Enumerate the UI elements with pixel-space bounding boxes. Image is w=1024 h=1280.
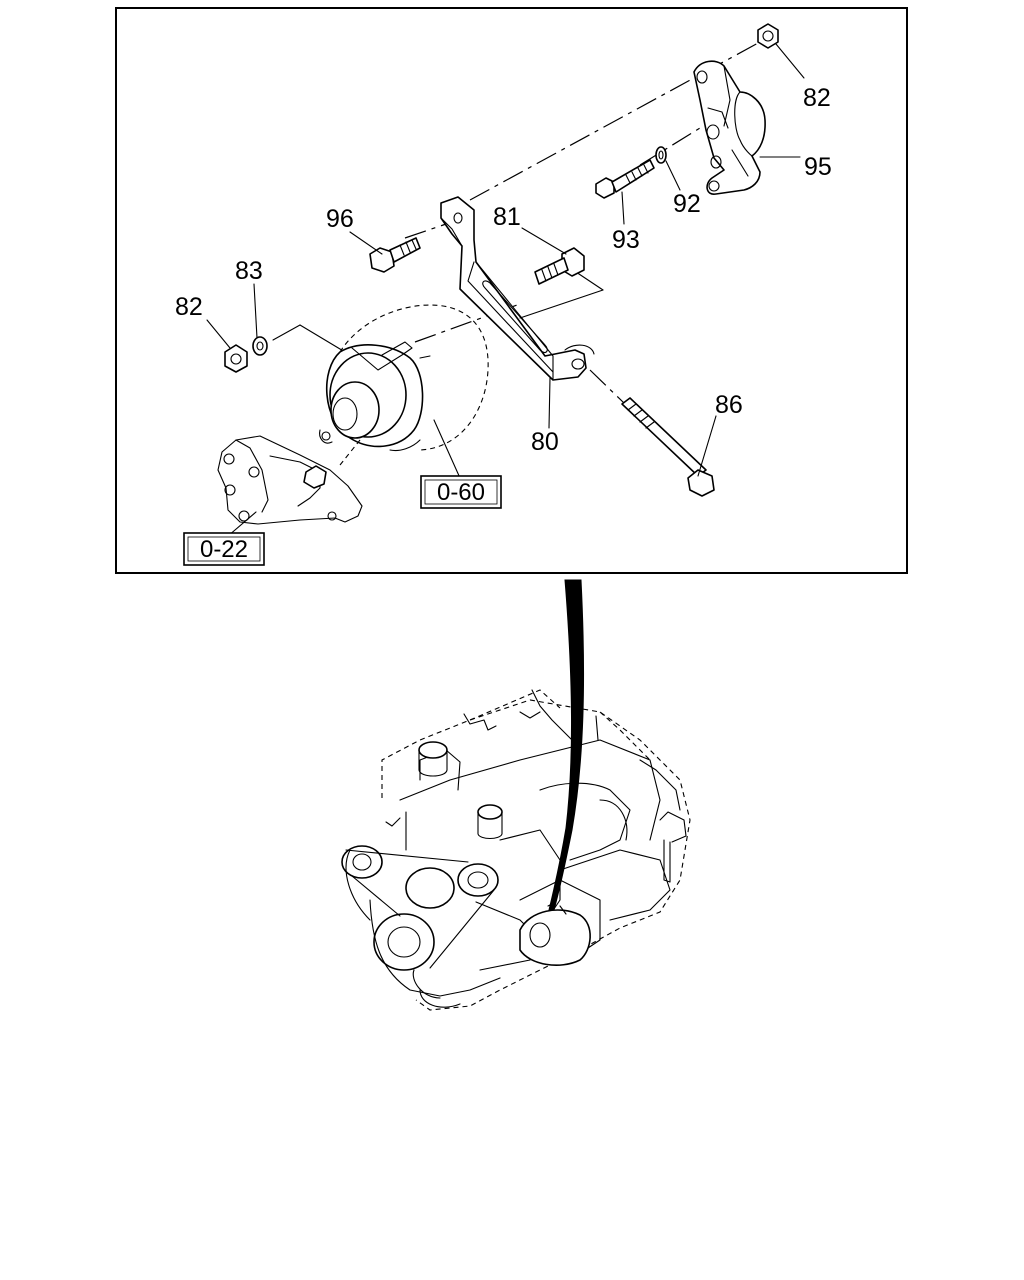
bolt-96: [369, 237, 421, 273]
detail-frame: [115, 7, 908, 574]
bolt-86: [621, 397, 715, 497]
washer-92: [655, 146, 667, 164]
reference-060-label: 0-60: [437, 479, 485, 506]
callout-92: 92: [673, 190, 701, 218]
bolt-81: [534, 247, 585, 285]
callout-86: 86: [715, 391, 743, 419]
housing-022: [217, 435, 363, 525]
bolt-93: [595, 159, 655, 199]
nut-82-left: [224, 344, 248, 373]
callout-82-left: 82: [175, 293, 203, 321]
engine-overview: [341, 689, 691, 1011]
callout-95: 95: [804, 153, 832, 181]
leader-lines: [206, 43, 805, 537]
callout-96: 96: [326, 205, 354, 233]
reference-022-label: 0-22: [200, 536, 248, 563]
callout-93: 93: [612, 226, 640, 254]
callout-81: 81: [493, 203, 521, 231]
nut-82-top: [757, 23, 779, 49]
callout-83: 83: [235, 257, 263, 285]
callout-80: 80: [531, 428, 559, 456]
callout-82-top: 82: [803, 84, 831, 112]
reference-box-060: 0-60: [420, 475, 502, 509]
starter-motor: [319, 304, 489, 452]
location-pointer: [548, 579, 585, 911]
bracket-95: [693, 60, 766, 195]
reference-box-022: 0-22: [183, 532, 265, 566]
washer-83: [252, 336, 268, 356]
bracket-80: [440, 196, 595, 381]
